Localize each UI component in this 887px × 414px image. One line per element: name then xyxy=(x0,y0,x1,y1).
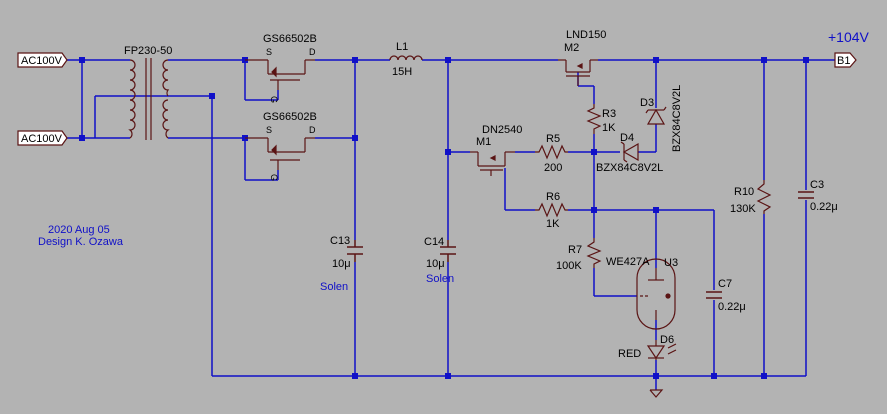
capacitor-c14-value: 10μ xyxy=(426,258,445,270)
capacitor-c13-value: 10μ xyxy=(332,258,351,270)
resistor-r6-symbol xyxy=(535,202,568,218)
junctions xyxy=(79,57,809,379)
switch-q-top-d: D xyxy=(309,47,316,57)
resistor-r10-value: 130K xyxy=(730,203,756,215)
mosfet-m1-part: DN2540 xyxy=(482,124,522,136)
resistor-r6-value: 1K xyxy=(546,218,560,230)
transformer-symbol xyxy=(128,58,170,140)
led-d6-ref: D6 xyxy=(660,334,674,346)
wires xyxy=(67,59,835,390)
capacitor-c7-value: 0.22μ xyxy=(718,301,746,313)
credits-date: 2020 Aug 05 xyxy=(48,224,110,236)
output-voltage-label: +104V xyxy=(828,29,870,45)
resistor-r3-symbol xyxy=(586,104,602,134)
capacitor-c14-note: Solen xyxy=(426,273,454,285)
tube-u3-symbol xyxy=(636,258,676,330)
led-d6-value: RED xyxy=(618,348,641,360)
resistor-r3-ref: R3 xyxy=(602,108,616,120)
capacitor-c3-ref: C3 xyxy=(810,179,824,191)
led-d6-symbol xyxy=(646,340,677,360)
switch-q-bottom-g: G xyxy=(269,174,279,181)
switch-q-top-s: S xyxy=(266,47,272,57)
transformer-label: FP230-50 xyxy=(124,45,172,57)
capacitor-c3-symbol xyxy=(798,191,814,199)
resistor-r5-ref: R5 xyxy=(546,133,560,145)
capacitor-c13-ref: C13 xyxy=(330,235,350,247)
resistor-r10-symbol xyxy=(756,180,772,214)
mosfet-m2-ref: M2 xyxy=(564,42,579,54)
port-output-b1: B1 xyxy=(834,52,857,68)
tube-u3-ref: U3 xyxy=(664,257,678,269)
port-ac-in-1: AC100V xyxy=(17,52,68,68)
capacitor-c14-symbol xyxy=(440,240,456,262)
mosfet-m1-symbol xyxy=(470,151,515,176)
switch-q-top-g: G xyxy=(269,96,279,103)
resistor-r7-symbol xyxy=(586,238,602,268)
switch-q-top-symbol xyxy=(245,59,315,90)
switch-q-bottom-symbol xyxy=(245,137,315,170)
resistor-r7-value: 100K xyxy=(556,260,582,272)
capacitor-c7-ref: C7 xyxy=(718,278,732,290)
resistor-r5-value: 200 xyxy=(544,162,562,174)
mosfet-m1-ref: M1 xyxy=(476,136,491,148)
switch-q-bottom-d: D xyxy=(309,125,316,135)
zener-d4-ref: D4 xyxy=(620,132,634,144)
switch-q-bottom-label: GS66502B xyxy=(263,111,317,123)
capacitor-c13-symbol xyxy=(347,240,363,262)
zener-d4-part: BZX84C8V2L xyxy=(596,162,663,174)
zener-d3-ref: D3 xyxy=(640,97,654,109)
capacitor-c3-value: 0.22μ xyxy=(810,201,838,213)
mosfet-m2-symbol xyxy=(558,59,598,86)
zener-d4-symbol xyxy=(620,141,639,163)
ground-icon xyxy=(649,389,664,398)
zener-d3-symbol xyxy=(645,106,667,125)
switch-q-bottom-s: S xyxy=(266,125,272,135)
resistor-r5-symbol xyxy=(535,144,568,160)
credits-author: Design K. Ozawa xyxy=(38,236,124,248)
mosfet-m2-part: LND150 xyxy=(566,29,606,41)
inductor-l1-value: 15H xyxy=(392,66,412,78)
zener-d3-part: BZX84C8V2L xyxy=(671,85,683,152)
port-ac-in-2: AC100V xyxy=(17,130,68,146)
switch-q-top-label: GS66502B xyxy=(263,33,317,45)
capacitor-c14-ref: C14 xyxy=(424,236,444,248)
tube-u3-part: WE427A xyxy=(606,256,650,268)
resistor-r6-ref: R6 xyxy=(546,191,560,203)
capacitor-c13-note: Solen xyxy=(320,281,348,293)
capacitor-c7-symbol xyxy=(706,291,722,299)
resistor-r10-ref: R10 xyxy=(734,186,754,198)
svg-text:AC100V: AC100V xyxy=(21,133,63,145)
resistor-r3-value: 1K xyxy=(602,122,616,134)
inductor-l1-ref: L1 xyxy=(396,41,408,53)
inductor-l1-symbol xyxy=(389,55,423,61)
svg-text:AC100V: AC100V xyxy=(21,55,63,67)
resistor-r7-ref: R7 xyxy=(568,244,582,256)
svg-text:B1: B1 xyxy=(837,55,850,67)
